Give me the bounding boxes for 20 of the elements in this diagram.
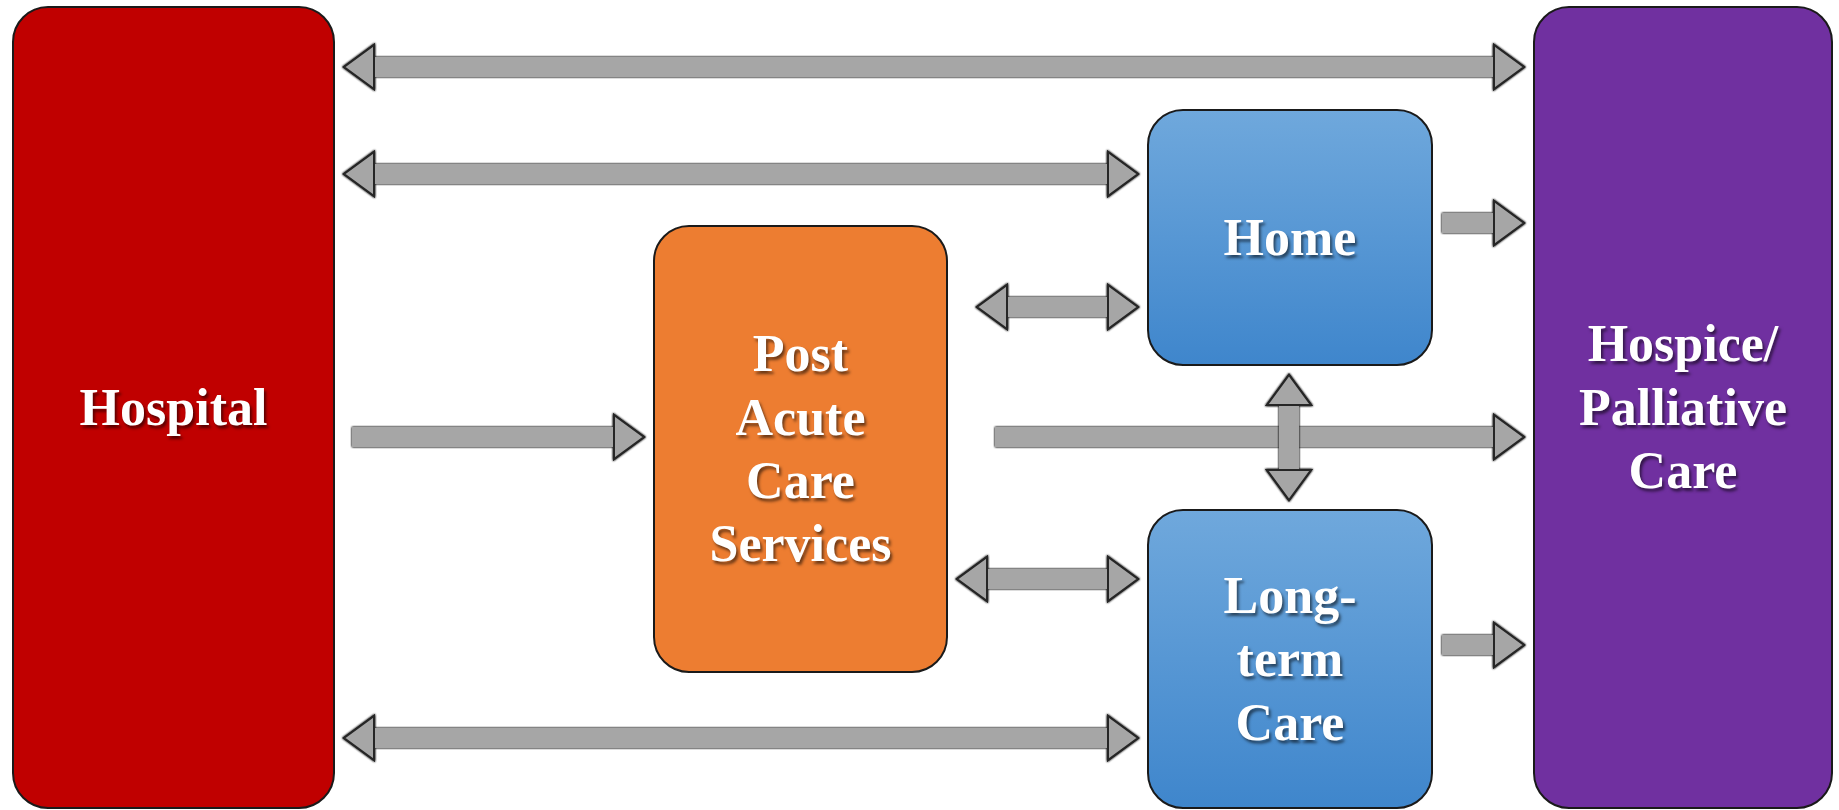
node-label: Hospice/ Palliative Care — [1578, 314, 1788, 502]
block-arrow — [343, 44, 1525, 90]
block-arrow — [976, 284, 1139, 330]
service-box — [653, 225, 948, 673]
hospice-box — [1533, 6, 1833, 809]
care-box — [1147, 109, 1433, 366]
block-arrow — [1442, 200, 1525, 246]
block-arrow — [352, 414, 645, 460]
block-arrow — [1442, 622, 1525, 668]
block-arrow — [1266, 374, 1312, 501]
care-box — [1147, 509, 1433, 809]
node-label: Home — [1223, 207, 1357, 268]
node-label: Post Acute Care Services — [708, 324, 893, 575]
hospital-box — [12, 6, 335, 809]
node-label: Long- term Care — [1222, 565, 1358, 753]
block-arrow — [995, 414, 1525, 460]
block-arrow — [343, 715, 1139, 761]
block-arrow — [956, 556, 1139, 602]
node-label: Hospital — [79, 377, 268, 438]
block-arrow — [343, 151, 1139, 197]
